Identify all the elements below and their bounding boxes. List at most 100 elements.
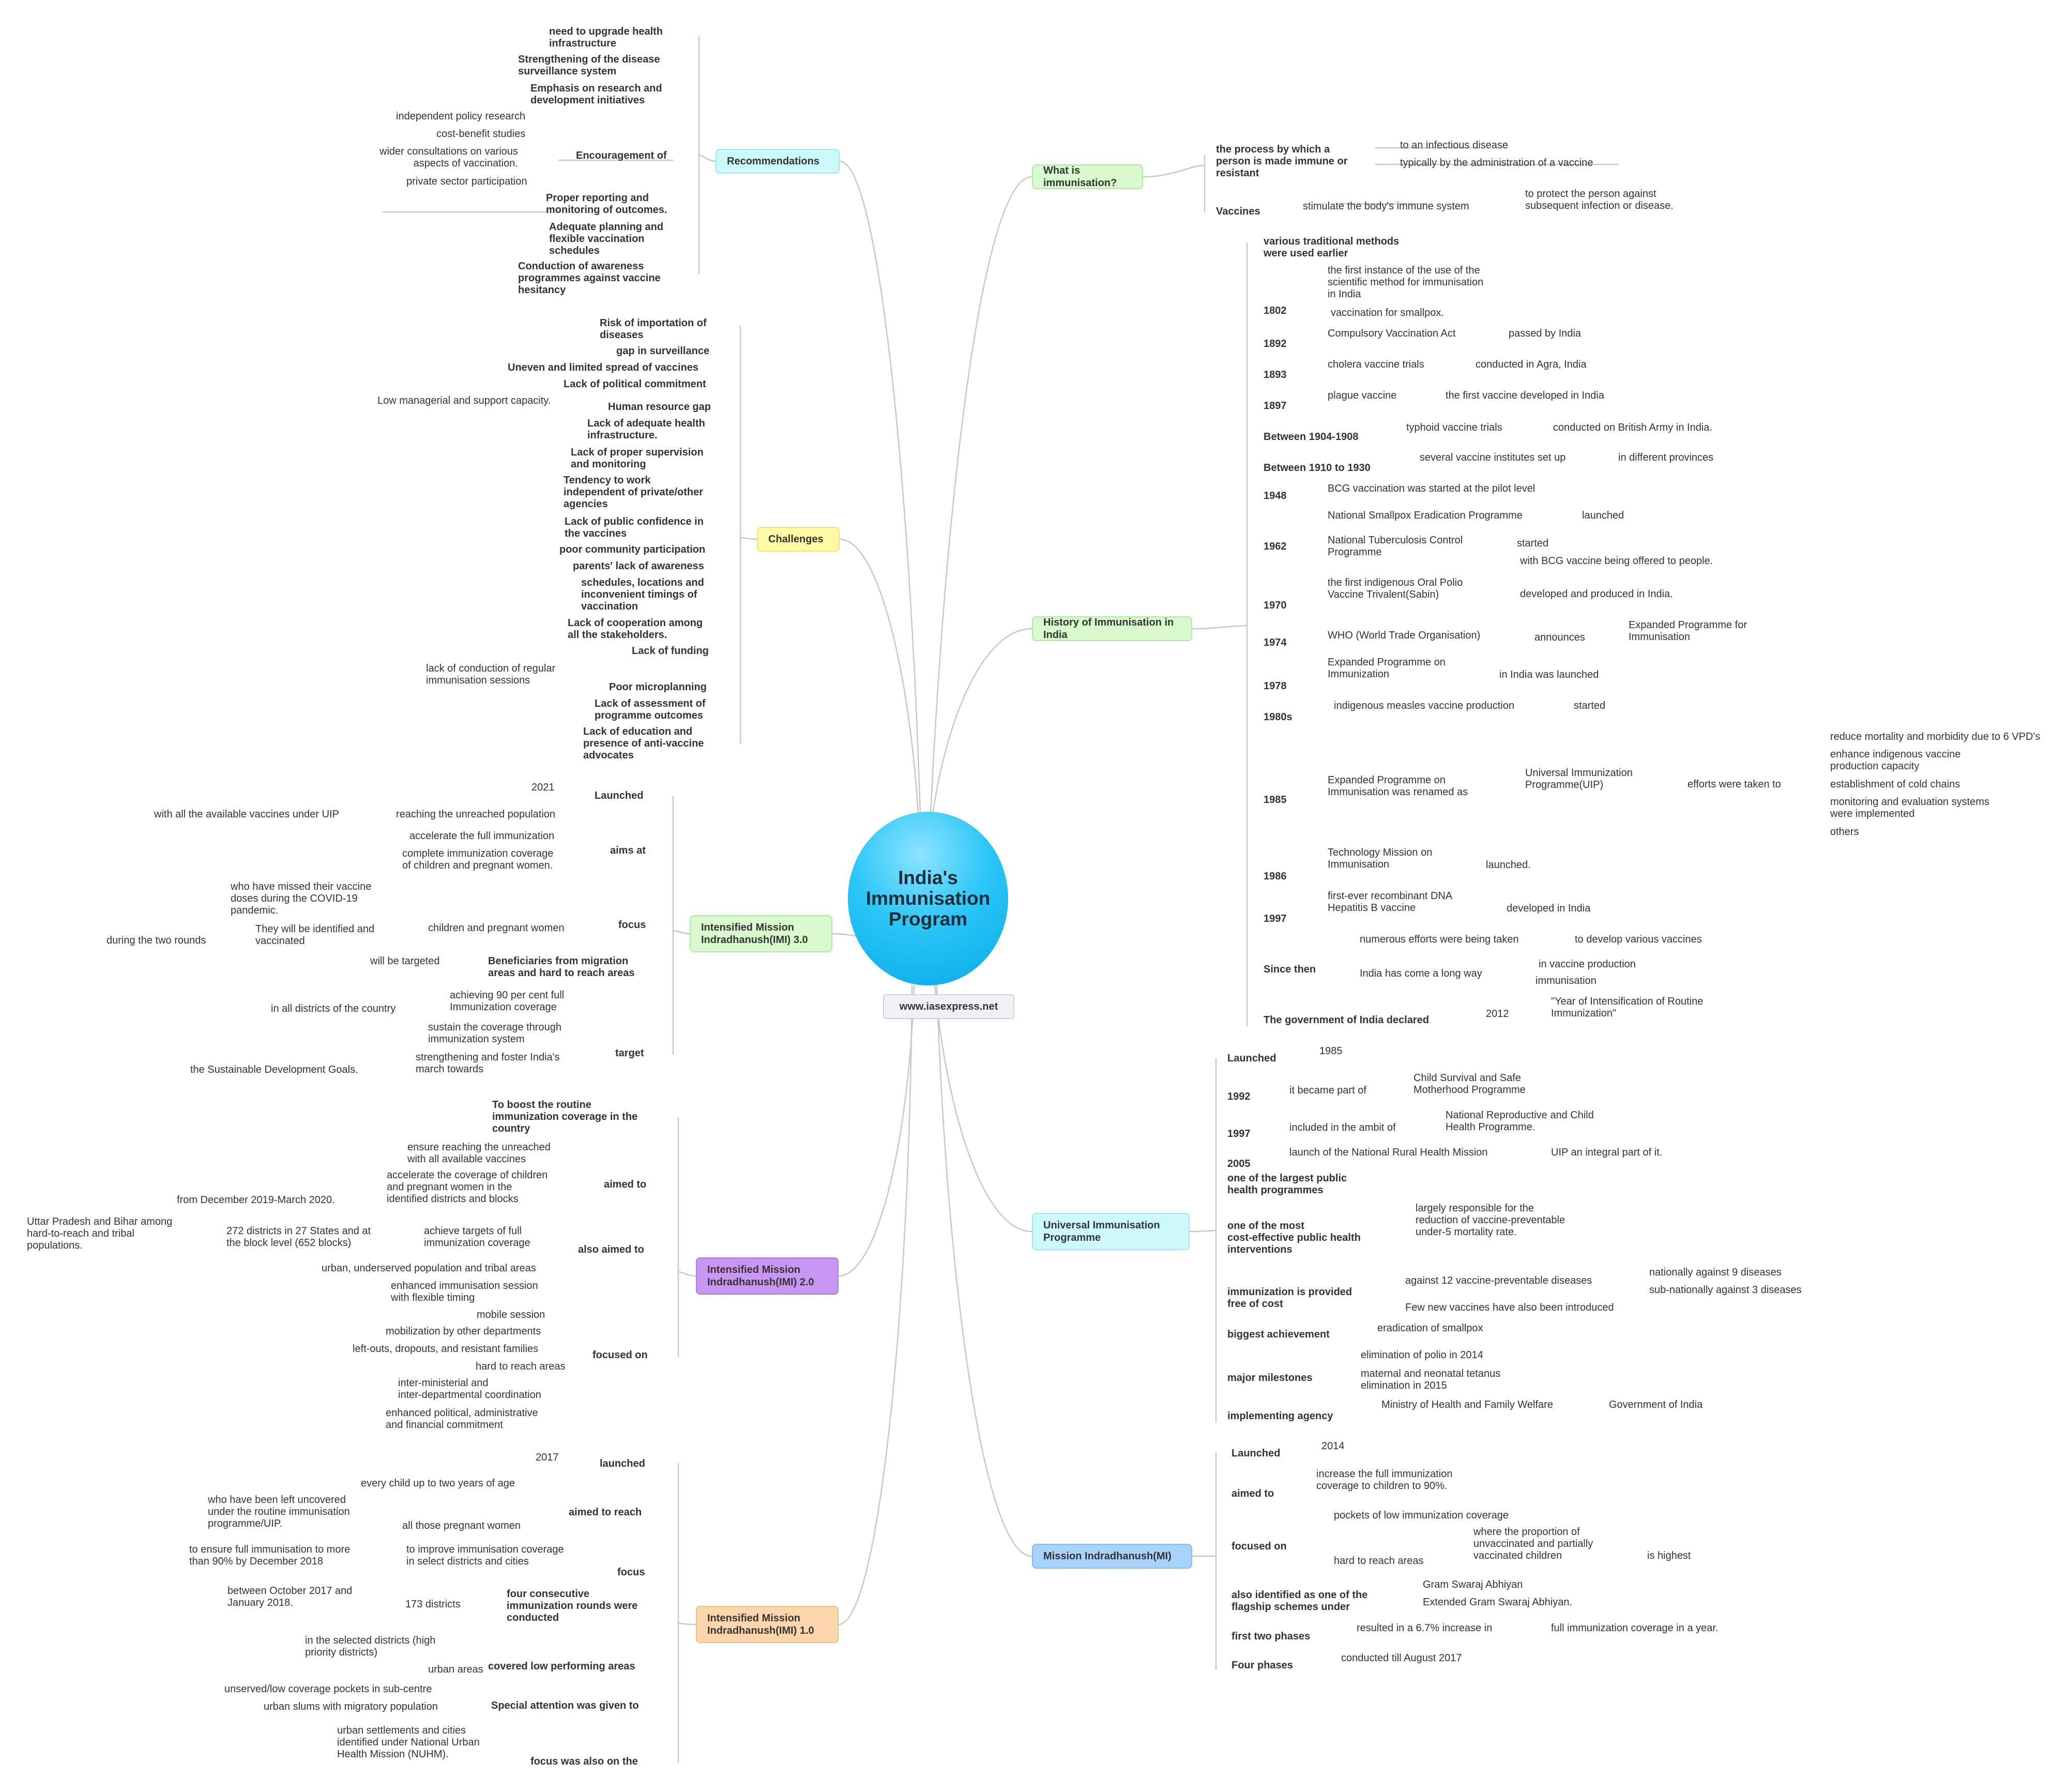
history-plague: plague vaccine [1328,390,1397,401]
imi1-selected: in the selected districts (high priority… [305,1635,436,1658]
mi-pockets: pockets of low immunization coverage [1334,1510,1509,1521]
history-measles-started: started [1574,700,1606,711]
uip-became: it became part of [1289,1085,1366,1096]
mi-aimed: aimed to [1231,1488,1274,1499]
history-tech-mission: Technology Mission on Immunisation [1328,847,1433,870]
branch-right-0 [930,176,1032,815]
imi1-districts173: 173 districts [405,1599,461,1610]
imi1-covered: covered low performing areas [488,1661,635,1672]
rec-research: Emphasis on research and development ini… [530,83,662,106]
branch-left-3 [838,984,915,1277]
mi-gsa: Gram Swaraj Abhiyan [1423,1579,1523,1590]
uip-nrhm: launch of the National Rural Health Miss… [1289,1147,1488,1158]
mi-first-two: first two phases [1231,1631,1311,1642]
uip-1985: 1985 [1319,1045,1343,1057]
chal-confidence: Lack of public confidence in the vaccine… [565,516,704,539]
central-topic[interactable]: India's Immunisation Program [848,812,1008,985]
rec-planning: Adequate planning and flexible vaccinati… [549,221,664,256]
imi3-sustain: sustain the coverage through immunizatio… [428,1022,561,1045]
history-1980s: 1980s [1264,711,1292,723]
history-epi-on: Expanded Programme on Immunization [1328,657,1446,680]
imi3-aims: aims at [610,845,646,856]
history-traditional: various traditional methods were used ea… [1264,236,1400,259]
history-1802: 1802 [1264,305,1287,316]
rec-upgrade: need to upgrade health infrastructure [549,26,663,49]
history-renamed: Expanded Programme on Immunisation was r… [1328,774,1468,798]
imi3-achieving: achieving 90 per cent full Immunization … [450,990,565,1013]
history-provinces: in different provinces [1618,452,1714,463]
history-ntcp: National Tuberculosis Control Programme [1328,535,1463,558]
uip-milestones: major milestones [1227,1372,1313,1384]
uip-few-new: Few new vaccines have also been introduc… [1405,1302,1614,1313]
what-vaccine-admin: typically by the administration of a vac… [1400,157,1593,169]
chal-assessment: Lack of assessment of programme outcomes [595,698,706,721]
link-rec [698,154,716,162]
link-chal [740,537,757,540]
chal-education: Lack of education and presence of anti-v… [583,726,704,761]
history-developed-india: developed and produced in India. [1520,588,1673,600]
uip-ambit: included in the ambit of [1289,1122,1396,1133]
history-reduce: reduce mortality and morbidity due to 6 … [1830,731,2041,742]
link-what [1143,164,1205,178]
history-nsep: National Smallpox Eradication Programme [1328,510,1523,521]
topic-recommendations[interactable]: Recommendations [716,149,840,174]
history-develop-various: to develop various vaccines [1575,934,1702,945]
imi3-strengthening: strengthening and foster India's march t… [416,1052,560,1075]
history-1893: 1893 [1264,369,1287,381]
imi2-inter: inter-ministerial and inter-departmental… [398,1377,541,1401]
topic-uip[interactable]: Universal Immunisation Programme [1032,1213,1190,1250]
imi1-special: Special attention was given to [491,1700,639,1711]
history-passed: passed by India [1509,328,1582,339]
mi-till: conducted till August 2017 [1341,1652,1462,1664]
imi3-beneficiaries: Beneficiaries from migration areas and h… [488,955,635,979]
topic-imi-3[interactable]: Intensified Mission Indradhanush(IMI) 3.… [690,915,832,952]
branch-right-2 [934,984,1032,1233]
uip-responsible: largely responsible for the reduction of… [1416,1203,1565,1238]
topic-imi-1[interactable]: Intensified Mission Indradhanush(IMI) 1.… [696,1606,839,1643]
topic-mission-indradhanush[interactable]: Mission Indradhanush(MI) [1032,1544,1192,1569]
website-label[interactable]: www.iasexpress.net [883,994,1014,1019]
imi3-complete: complete immunization coverage of childr… [402,848,554,871]
uip-national9: nationally against 9 diseases [1649,1267,1782,1278]
imi1-2017: 2017 [536,1452,559,1463]
imi1-slums: urban slums with migratory population [264,1701,438,1712]
imi3-target: target [615,1047,644,1059]
what-stimulate: stimulate the body's immune system [1303,201,1469,212]
imi1-every-child: every child up to two years of age [361,1478,515,1489]
chal-microplanning: Poor microplanning [609,681,707,693]
chal-uneven: Uneven and limited spread of vaccines [508,362,699,373]
imi3-accelerate: accelerate the full immunization [409,830,555,842]
mi-increase: increase the full immunization coverage … [1316,1468,1453,1492]
history-1897: 1897 [1264,400,1287,412]
topic-challenges[interactable]: Challenges [757,527,840,552]
link-imi2 [678,1271,696,1277]
uip-1992: 1992 [1227,1091,1251,1102]
what-infectious: to an infectious disease [1400,140,1509,151]
chal-risk: Risk of importation of diseases [600,317,707,341]
history-who: WHO (World Trade Organisation) [1328,630,1481,641]
history-epi: Expanded Programme for Immunisation [1629,619,1747,643]
uip-nrchp: National Reproductive and Child Health P… [1446,1110,1594,1133]
history-cold: establishment of cold chains [1830,779,1960,790]
topic-imi-2[interactable]: Intensified Mission Indradhanush(IMI) 2.… [696,1257,839,1295]
history-bcg-offered: with BCG vaccine being offered to people… [1520,555,1713,567]
chal-hr-gap: Human resource gap [608,401,711,413]
rec-awareness: Conduction of awareness programmes again… [518,261,661,296]
imi2-aimed: aimed to [604,1179,647,1190]
imi2-districts272: 272 districts in 27 States and at the bl… [226,1225,371,1249]
branch-left-4 [838,984,913,1626]
imi1-nuhm: urban settlements and cities identified … [337,1725,480,1760]
history-epi-launched: in India was launched [1499,669,1599,680]
history-long-way: India has come a long way [1360,968,1482,979]
history-compulsory: Compulsory Vaccination Act [1328,328,1456,339]
imi2-enhanced-session: enhanced immunisation session with flexi… [391,1280,538,1303]
branch-left-1 [839,538,919,815]
topic-what-is-immunisation[interactable]: What is immunisation? [1032,164,1143,189]
topic-history[interactable]: History of Immunisation in India [1032,616,1192,641]
uip-cost-effective: one of the most cost-effective public he… [1227,1220,1361,1255]
imi2-political: enhanced political, administrative and f… [386,1407,538,1431]
imi2-ensure: ensure reaching the unreached with all a… [407,1142,551,1165]
rec-reporting: Proper reporting and monitoring of outco… [546,192,667,216]
chal-lack-regular: lack of conduction of regular immunisati… [426,663,556,686]
mi-four: Four phases [1231,1660,1293,1671]
